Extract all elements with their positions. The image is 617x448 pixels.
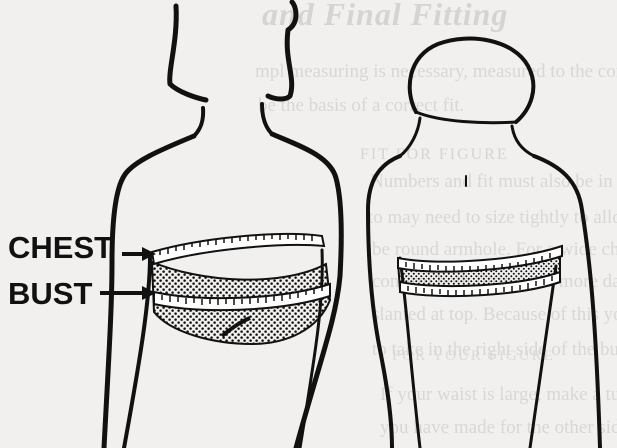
back-right-shoulder	[534, 156, 600, 448]
back-head	[410, 39, 534, 122]
front-chest-tape	[152, 234, 324, 264]
front-hair-right	[268, 2, 296, 99]
back-neck-right	[512, 126, 534, 156]
back-left-shoulder	[368, 156, 400, 448]
back-right-inner	[530, 266, 556, 448]
bust-label: BUST	[8, 278, 92, 309]
front-figure	[104, 2, 341, 448]
back-hair-line	[416, 112, 516, 123]
chest-label: CHEST	[8, 232, 113, 263]
back-neck-left	[400, 118, 420, 156]
front-neck-right	[262, 104, 272, 134]
back-figure	[368, 39, 600, 448]
front-neck-left	[194, 108, 203, 136]
front-hair	[170, 6, 206, 100]
front-left-armpit	[124, 256, 150, 448]
